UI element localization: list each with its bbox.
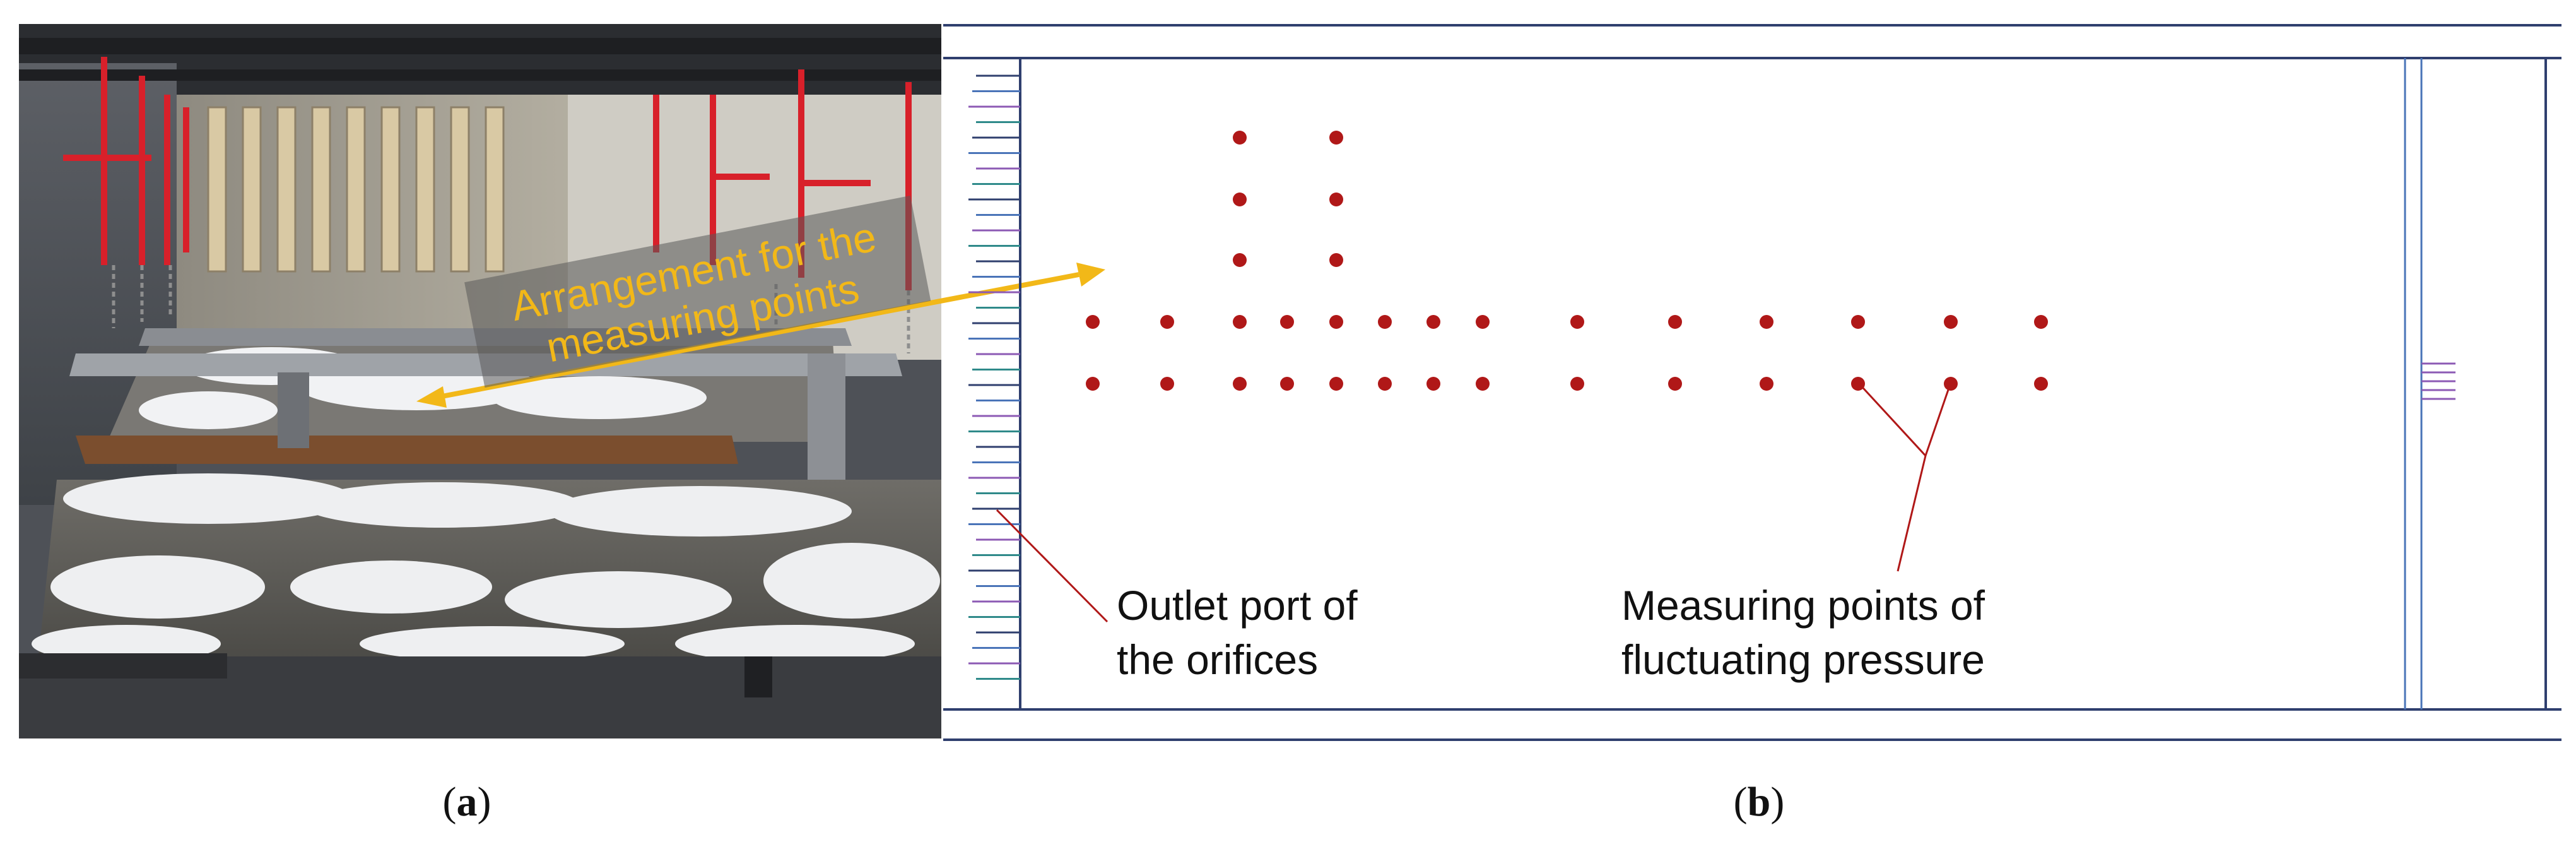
measuring-point xyxy=(1378,377,1392,391)
measuring-points xyxy=(1086,131,2048,391)
measuring-point xyxy=(2034,315,2048,329)
leader-lines xyxy=(996,381,1952,623)
panel-a-photo xyxy=(19,24,941,738)
outlet-leader xyxy=(996,509,1109,623)
photo-lower-foam xyxy=(32,473,940,663)
measuring-point xyxy=(1233,253,1247,267)
measuring-point xyxy=(1329,315,1343,329)
measuring-point xyxy=(1668,315,1682,329)
measuring-point xyxy=(2034,377,2048,391)
measuring-point xyxy=(1086,377,1100,391)
arrow-head-left xyxy=(416,386,447,408)
caption-b-close: ) xyxy=(1770,779,1784,825)
caption-a-close: ) xyxy=(478,779,491,825)
photo-near-beam xyxy=(19,653,227,679)
schematic-right-channel xyxy=(2404,58,2423,709)
measuring-point xyxy=(1233,193,1247,206)
measuring-point xyxy=(1160,315,1174,329)
measuring-point xyxy=(1329,253,1343,267)
measure-leader-2 xyxy=(1924,382,1952,456)
measuring-point xyxy=(1851,315,1865,329)
measuring-point xyxy=(1476,315,1490,329)
measuring-point xyxy=(1570,315,1584,329)
caption-b-letter: b xyxy=(1748,779,1771,825)
measuring-point xyxy=(1760,315,1773,329)
measuring-point xyxy=(1570,377,1584,391)
svg-text:(a): (a) xyxy=(443,779,491,825)
caption-b: (b) xyxy=(1734,779,1785,825)
outlet-label-line-1: Outlet port of xyxy=(1117,582,1358,629)
right-outlet-marks xyxy=(2421,362,2455,400)
measuring-point xyxy=(1233,377,1247,391)
photo-right-post xyxy=(744,656,772,697)
outlet-ports xyxy=(968,74,1020,680)
schematic-frame xyxy=(943,24,2561,741)
photo-near-edge xyxy=(19,656,941,738)
measure-leader-1 xyxy=(1857,381,1927,457)
measuring-point xyxy=(1944,315,1958,329)
measuring-point xyxy=(1329,193,1343,206)
measuring-point xyxy=(1086,315,1100,329)
measuring-point xyxy=(1476,377,1490,391)
svg-text:(b): (b) xyxy=(1734,779,1785,825)
caption-a-open: ( xyxy=(443,779,457,825)
arrow-head-right xyxy=(1076,263,1105,287)
caption-a-letter: a xyxy=(457,779,478,825)
outlet-label-line-2: the orifices xyxy=(1117,636,1318,683)
measuring-point xyxy=(1378,315,1392,329)
measuring-point xyxy=(1426,315,1440,329)
measuring-point xyxy=(1760,377,1773,391)
caption-a: (a) xyxy=(443,779,491,825)
annotation-backdrop xyxy=(464,195,931,388)
panel-b-schematic: Outlet port of the orifices Measuring po… xyxy=(943,24,2561,741)
measuring-point xyxy=(1280,377,1294,391)
measuring-point xyxy=(1426,377,1440,391)
caption-b-open: ( xyxy=(1734,779,1748,825)
photo-overhead-beams xyxy=(19,38,941,81)
measuring-point xyxy=(1329,131,1343,145)
photo-orifice-tubes xyxy=(207,106,505,273)
arrangement-arrow xyxy=(416,263,1105,408)
photo-red-hoists xyxy=(63,57,912,290)
measuring-label-line-1: Measuring points of xyxy=(1621,582,1985,629)
measuring-point xyxy=(1329,377,1343,391)
measuring-point xyxy=(1233,131,1247,145)
measuring-point xyxy=(1280,315,1294,329)
measure-leader-3 xyxy=(1897,455,1927,572)
measuring-label-line-2: fluctuating pressure xyxy=(1621,636,1985,683)
measuring-point xyxy=(1668,377,1682,391)
measuring-point xyxy=(1233,315,1247,329)
measuring-point xyxy=(1160,377,1174,391)
